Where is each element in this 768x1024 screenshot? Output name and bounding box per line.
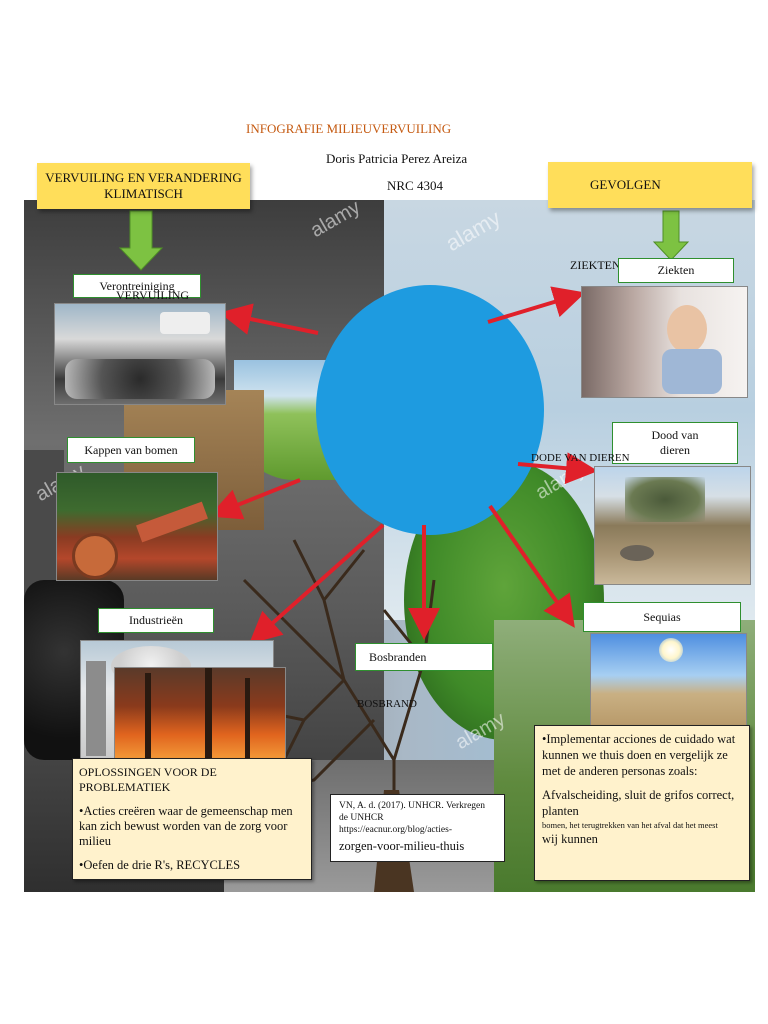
effects-header: GEVOLGEN (548, 162, 752, 208)
effect-overlay-animal-death: DODE VAN DIEREN (531, 452, 630, 464)
cause-overlay-pollution: VERVUILING (116, 288, 190, 302)
red-arrow-icon (249, 523, 385, 644)
actions-line-2: bomen, het terugtrekken van het afval da… (542, 820, 718, 830)
causes-header: VERVUILING EN VERANDERING KLIMATISCH (37, 163, 250, 209)
effect-label-text: Ziekten (657, 263, 695, 277)
effect-overlay-diseases: ZIEKTEN (570, 258, 621, 272)
reference-line-3: zorgen-voor-milieu-thuis (339, 839, 465, 853)
photo-dead-animal (594, 466, 751, 585)
actions-intro: •Implementar acciones de cuidado wat kun… (542, 732, 736, 778)
green-down-arrow-icon (118, 210, 164, 271)
red-arrow-icon (487, 286, 586, 324)
red-arrow-icon (517, 452, 598, 485)
actions-line-3: wij kunnen (542, 832, 598, 846)
photo-garbage-street (54, 303, 226, 405)
solutions-title: OPLOSSINGEN VOOR DE PROBLEMATIEK (79, 765, 217, 794)
causes-header-line2: KLIMATISCH (104, 186, 183, 201)
reference-line-1: VN, A. d. (2017). UNHCR. Verkregen de UN… (339, 801, 486, 823)
reference-line-2: https://eacnur.org/blog/acties- (339, 825, 453, 835)
causes-header-line1: VERVUILING EN VERANDERING (45, 170, 242, 185)
cause-label-industry: Industrieën (98, 608, 214, 633)
photo-drought (590, 633, 747, 727)
effect-label-animal-death: Dood van dieren (612, 422, 738, 464)
cause-label-text: Bosbranden (369, 649, 427, 664)
red-arrow-icon (488, 504, 575, 628)
photo-sick-child (581, 286, 748, 398)
actions-line-1: Afvalscheiding, sluit de grifos correct,… (542, 788, 735, 818)
effect-label-text: Sequias (643, 609, 681, 624)
author-name: Doris Patricia Perez Areiza (326, 151, 468, 166)
photo-forest-fire (114, 667, 286, 764)
cause-overlay-forest-fire: BOSBRAND (357, 698, 417, 710)
course-code: NRC 4304 (387, 178, 443, 193)
solutions-bullet-1: •Acties creëren waar de gemeenschap men … (79, 804, 293, 848)
reference-note: VN, A. d. (2017). UNHCR. Verkregen de UN… (330, 794, 505, 862)
green-down-arrow-icon (652, 210, 690, 261)
effect-label-text: Dood van (651, 428, 699, 442)
photo-cut-trees (56, 472, 218, 581)
cause-label-text: Kappen van bomen (84, 442, 178, 457)
effect-label-droughts: Sequias (583, 602, 741, 632)
cause-label-forest-fires: Bosbranden (355, 643, 493, 671)
central-globe (316, 285, 544, 535)
actions-note: •Implementar acciones de cuidado wat kun… (534, 725, 750, 881)
red-arrow-icon (208, 478, 301, 520)
cause-label-text: Industrieën (129, 613, 183, 627)
page-title: INFOGRAFIE MILIEUVERVUILING (246, 121, 452, 136)
solutions-bullet-2: •Oefen de drie R's, RECYCLES (79, 858, 241, 872)
effect-label-diseases: Ziekten (618, 258, 734, 283)
effect-label-text: dieren (660, 443, 690, 457)
effects-header-label: GEVOLGEN (590, 177, 661, 192)
red-arrow-icon (219, 303, 319, 335)
cause-label-logging: Kappen van bomen (67, 437, 195, 463)
solutions-note: OPLOSSINGEN VOOR DE PROBLEMATIEK •Acties… (72, 758, 312, 880)
cause-label-text: Verontreiniging (99, 278, 175, 293)
cause-label-pollution: Verontreiniging (73, 274, 201, 298)
